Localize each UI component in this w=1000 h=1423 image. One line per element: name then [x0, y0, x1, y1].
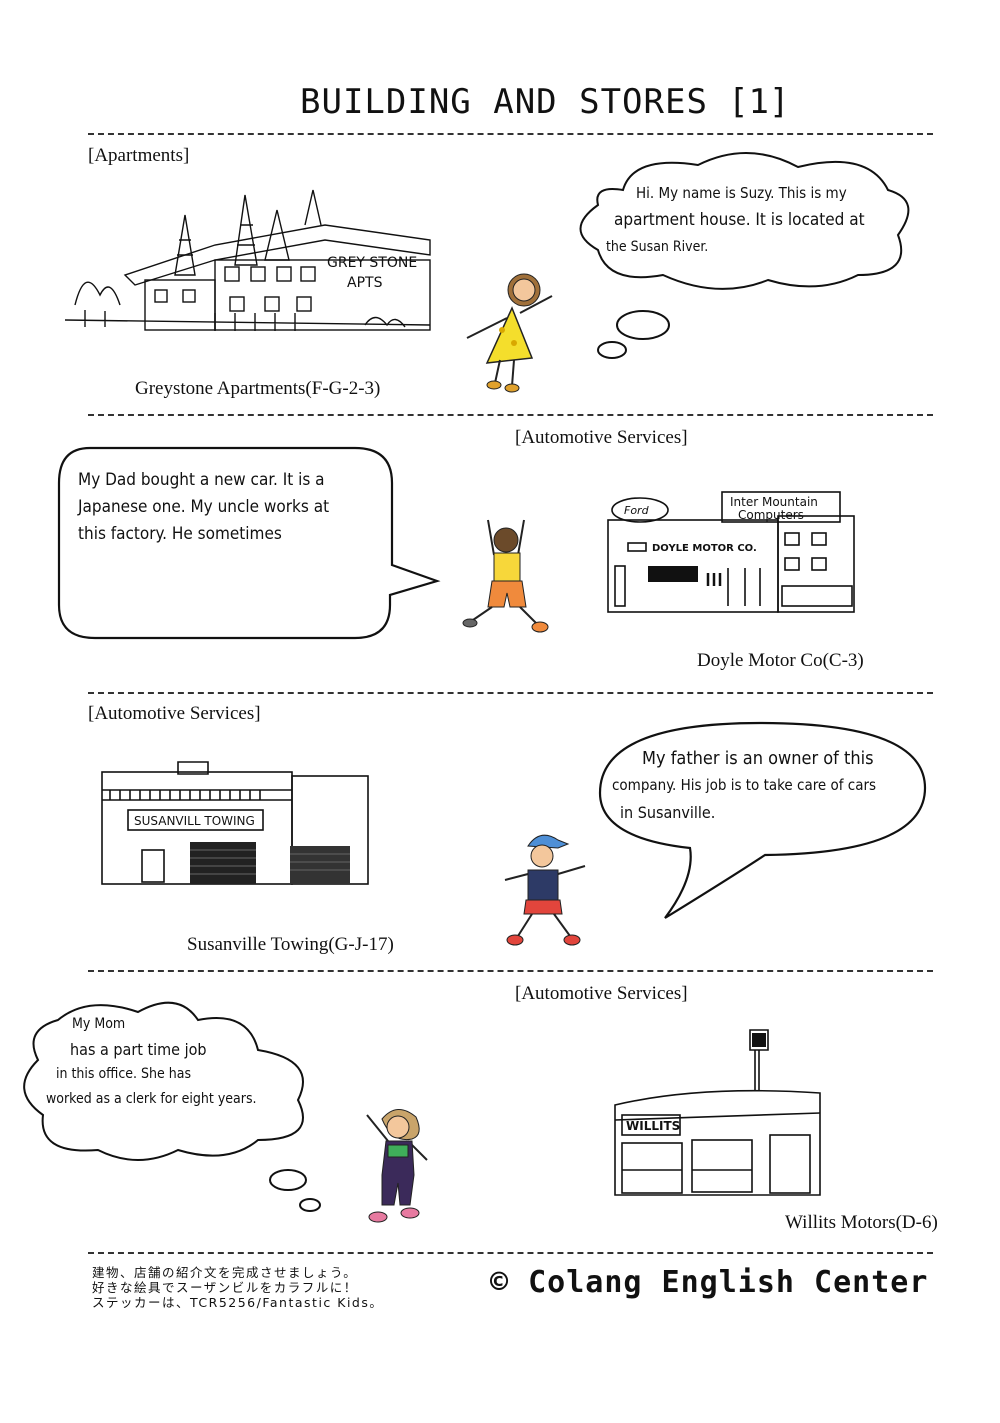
section-heading-automotive: [Automotive Services]: [515, 427, 688, 448]
speech-line: has a part time job: [70, 1040, 207, 1059]
instruction-line: 建物、店舗の紹介文を完成させましょう。: [92, 1265, 358, 1280]
thought-bubble: [579, 152, 910, 359]
divider: [88, 414, 933, 416]
footer-instructions: 建物、店舗の紹介文を完成させましょう。 好きな絵具でスーザンビルをカラフルに！ …: [92, 1265, 383, 1310]
thought-bubble: [23, 1001, 321, 1212]
willits-motors-building-drawing: WILLITS: [614, 1029, 821, 1196]
speech-line: Hi. My name is Suzy. This is my: [636, 184, 847, 202]
speech-line: in this office. She has: [56, 1066, 192, 1082]
mom-figure: [366, 1109, 428, 1223]
sign-text: DOYLE MOTOR CO.: [652, 543, 757, 554]
building-caption: Willits Motors(D-6): [785, 1212, 938, 1233]
section-heading-automotive: [Automotive Services]: [88, 703, 261, 724]
boy-with-cap-figure: [504, 834, 586, 946]
sign-text: WILLITS: [626, 1119, 680, 1133]
sign-text: APTS: [347, 275, 383, 291]
building-caption: Greystone Apartments(F-G-2-3): [135, 378, 381, 399]
sign-text: SUSANVILL TOWING: [134, 814, 255, 828]
divider: [88, 970, 933, 972]
boy-figure: [462, 519, 549, 633]
section-heading-apartments: [Apartments]: [88, 145, 190, 166]
speech-line: worked as a clerk for eight years.: [46, 1091, 257, 1107]
divider: [88, 1252, 933, 1254]
sign-text: Ford: [624, 504, 650, 517]
copyright-notice: © Colang English Center: [490, 1265, 929, 1300]
speech-line: My Dad bought a new car. It is a: [78, 470, 325, 490]
speech-bubble: [57, 446, 441, 640]
speech-line: this factory. He sometimes: [78, 524, 282, 544]
greystone-apartments-drawing: GREY STONE APTS: [64, 189, 431, 331]
speech-line: company. His job is to take care of cars: [612, 776, 877, 794]
building-caption: Doyle Motor Co(C-3): [697, 650, 864, 671]
speech-line: apartment house. It is located at: [614, 210, 865, 230]
divider: [88, 133, 933, 135]
divider: [88, 692, 933, 694]
sign-text: Computers: [738, 508, 804, 522]
speech-line: My Mom: [72, 1016, 126, 1032]
sign-text: Inter Mountain: [730, 495, 818, 509]
speech-bubble: [598, 721, 927, 919]
speech-line: Japanese one. My uncle works at: [78, 497, 330, 517]
speech-line: My father is an owner of this: [642, 748, 874, 769]
speech-line: the Susan River.: [606, 239, 709, 255]
doyle-motor-building-drawing: Ford Inter Mountain Computers DOYLE MOTO…: [607, 491, 855, 613]
section-heading-automotive: [Automotive Services]: [515, 983, 688, 1004]
instruction-line: 好きな絵具でスーザンビルをカラフルに！: [92, 1280, 358, 1295]
suzy-girl-figure: [466, 273, 553, 393]
building-caption: Susanville Towing(G-J-17): [187, 934, 394, 955]
susanville-towing-building-drawing: SUSANVILL TOWING: [101, 761, 369, 885]
sign-text: GREY STONE: [327, 255, 417, 271]
instruction-line: ステッカーは、TCR5256/Fantastic Kids。: [92, 1295, 384, 1310]
sheet-number: [1]: [728, 82, 790, 122]
page-title: BUILDING AND STORES: [300, 82, 708, 122]
speech-line: in Susanville.: [620, 803, 716, 822]
